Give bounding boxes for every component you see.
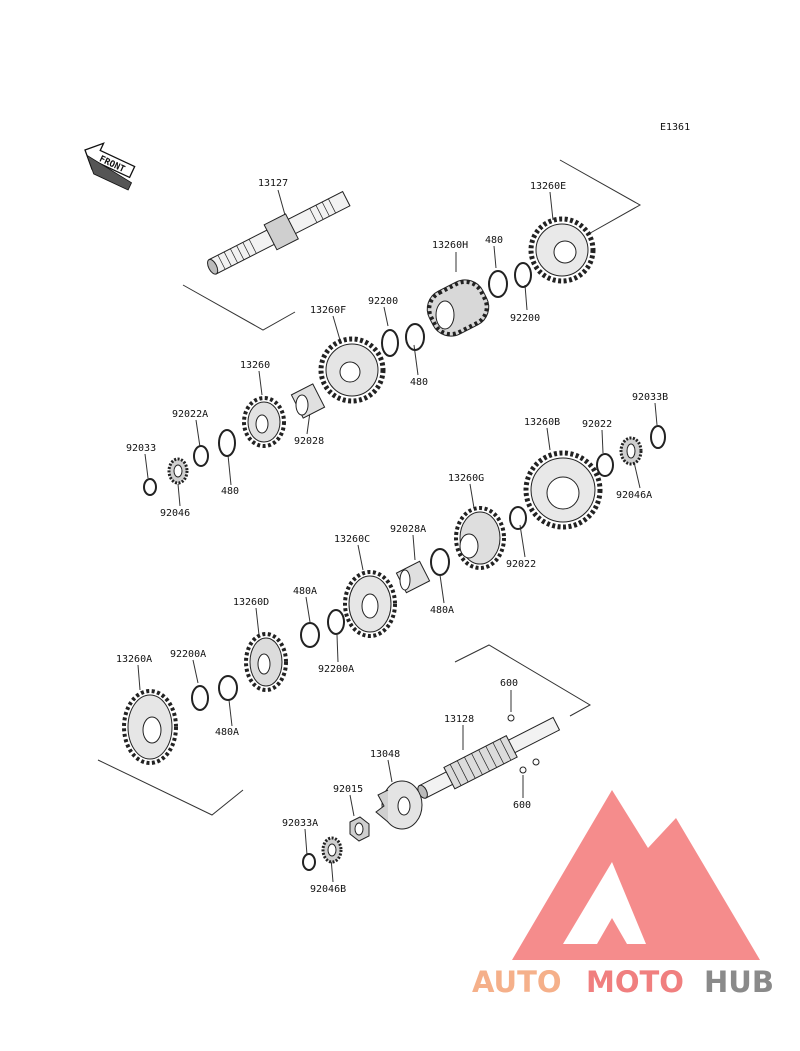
part-92015[interactable] <box>349 816 370 842</box>
part-13260G[interactable] <box>454 506 506 570</box>
watermark-text: AUTO MOTO HUB <box>472 965 774 999</box>
watermark-word-1: AUTO <box>472 965 562 999</box>
label-92046: 92046 <box>160 508 190 519</box>
part-13048[interactable] <box>375 780 423 830</box>
label-13127: 13127 <box>258 178 288 189</box>
label-13048: 13048 <box>370 749 400 760</box>
label-480A-c: 480A <box>215 727 239 738</box>
part-13128[interactable] <box>414 713 562 804</box>
label-13260D: 13260D <box>233 597 269 608</box>
part-480A-a[interactable] <box>430 548 450 576</box>
part-92200-b[interactable] <box>514 262 532 288</box>
label-92028A: 92028A <box>390 524 426 535</box>
label-13260H: 13260H <box>432 240 468 251</box>
label-13260A: 13260A <box>116 654 152 665</box>
part-13260C[interactable] <box>343 570 397 638</box>
label-92200-b: 92200 <box>510 313 540 324</box>
part-92046[interactable] <box>167 457 189 485</box>
part-92033A[interactable] <box>302 853 316 871</box>
watermark-logo-icon <box>512 790 760 960</box>
label-92046B: 92046B <box>310 884 346 895</box>
part-480A-c[interactable] <box>218 675 238 701</box>
label-92200-a: 92200 <box>368 296 398 307</box>
label-480A-a: 480A <box>430 605 454 616</box>
label-13260: 13260 <box>240 360 270 371</box>
part-480-a[interactable] <box>488 270 508 298</box>
part-480-c[interactable] <box>218 429 236 457</box>
label-92033: 92033 <box>126 443 156 454</box>
reference-lines <box>97 159 658 883</box>
label-13260G: 13260G <box>448 473 484 484</box>
label-92028: 92028 <box>294 436 324 447</box>
part-92033B[interactable] <box>650 425 666 449</box>
part-600-a[interactable] <box>507 714 515 722</box>
part-600-b[interactable] <box>519 758 540 774</box>
label-13128: 13128 <box>444 714 474 725</box>
front-arrow-icon: FRONT <box>84 142 136 191</box>
label-600-a: 600 <box>500 678 518 689</box>
part-92028A[interactable] <box>395 560 431 594</box>
label-13260E: 13260E <box>530 181 566 192</box>
part-13260F[interactable] <box>318 336 386 404</box>
part-13260B[interactable] <box>523 450 603 530</box>
part-92200A-a[interactable] <box>327 609 345 635</box>
part-92022A[interactable] <box>193 445 209 467</box>
label-92033B: 92033B <box>632 392 668 403</box>
part-480A-b[interactable] <box>300 622 320 648</box>
label-92200A-b: 92200A <box>170 649 206 660</box>
part-92022-b[interactable] <box>509 506 527 530</box>
label-92015: 92015 <box>333 784 363 795</box>
label-13260C: 13260C <box>334 534 370 545</box>
part-labels: 13127 13260E 13260H 480 92200 92200 480 … <box>116 178 668 895</box>
label-92200A-a: 92200A <box>318 664 354 675</box>
part-13260[interactable] <box>242 396 286 448</box>
part-92028[interactable] <box>290 383 326 419</box>
label-92022A: 92022A <box>172 409 208 420</box>
label-92033A: 92033A <box>282 818 318 829</box>
part-92200-a[interactable] <box>381 329 399 357</box>
part-92046B[interactable] <box>321 836 343 864</box>
part-13127[interactable] <box>203 186 353 281</box>
watermark-word-3: HUB <box>704 965 774 999</box>
label-480-b: 480 <box>410 377 428 388</box>
part-13260A[interactable] <box>122 689 178 765</box>
label-92022-b: 92022 <box>506 559 536 570</box>
part-92200A-b[interactable] <box>191 685 209 711</box>
watermark-word-2: MOTO <box>586 965 684 999</box>
part-480-b[interactable] <box>405 323 425 351</box>
label-480-a: 480 <box>485 235 503 246</box>
part-13260E[interactable] <box>528 216 596 284</box>
part-92046A[interactable] <box>619 436 643 466</box>
part-92033[interactable] <box>143 478 157 496</box>
diagram-code: E1361 <box>660 122 690 133</box>
part-13260D[interactable] <box>244 632 288 692</box>
part-13260H[interactable] <box>420 273 495 343</box>
label-480A-b: 480A <box>293 586 317 597</box>
label-92022-a: 92022 <box>582 419 612 430</box>
part-92022-a[interactable] <box>596 453 614 477</box>
label-13260F: 13260F <box>310 305 346 316</box>
label-92046A: 92046A <box>616 490 652 501</box>
label-600-b: 600 <box>513 800 531 811</box>
label-13260B: 13260B <box>524 417 560 428</box>
label-480-c: 480 <box>221 486 239 497</box>
